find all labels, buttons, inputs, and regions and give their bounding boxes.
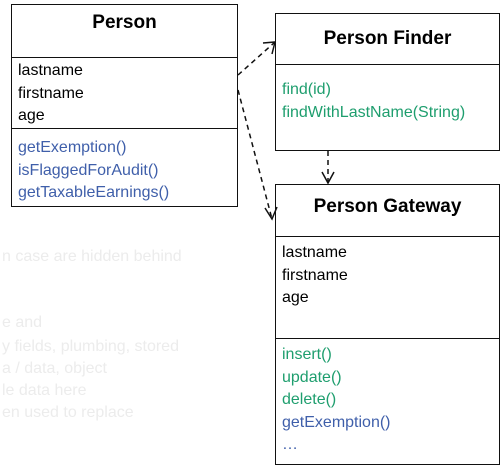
person-finder-operation: findWithLastName(String) (282, 103, 466, 121)
person-gateway-attribute: firstname (282, 266, 348, 284)
person-gateway-title: Person Gateway (276, 185, 499, 237)
person-gateway-class: Person Gateway lastname firstname age in… (275, 184, 500, 465)
person-class: Person lastname firstname age getExempti… (11, 4, 238, 207)
person-gateway-operation: delete() (282, 391, 337, 408)
person-gateway-attribute: age (282, 289, 309, 306)
person-gateway-operation: getExemption() (282, 413, 391, 431)
person-gateway-attributes: lastname firstname age (276, 237, 499, 339)
arrowhead-person-to-finder (262, 41, 276, 55)
person-class-title: Person (12, 5, 237, 58)
person-gateway-operation: insert() (282, 346, 332, 363)
background-text-6: en used to replace (2, 404, 134, 421)
arrow-person-to-gateway (237, 89, 273, 220)
person-operation: getTaxableEarnings() (18, 184, 170, 201)
arrowhead-person-to-gateway (264, 206, 278, 221)
person-finder-operation: find(id) (282, 81, 331, 98)
person-gateway-attribute: lastname (282, 244, 347, 261)
arrowhead-finder-to-gateway (321, 171, 335, 185)
person-operations: getExemption() isFlaggedForAudit() getTa… (12, 129, 237, 209)
person-finder-operations: find(id) findWithLastName(String) (276, 65, 499, 128)
background-text-5: le data here (2, 382, 87, 399)
background-text-4: a / data, object (2, 360, 107, 377)
person-attribute: age (18, 107, 45, 124)
person-operation: getExemption() (18, 139, 127, 156)
person-gateway-operations: insert() update() delete() getExemption(… (276, 339, 499, 461)
background-text-2: e and (2, 314, 43, 331)
person-attribute: lastname (18, 62, 83, 79)
background-text-1: n case are hidden behind (2, 248, 182, 265)
background-text-3: y fields, plumbing, stored (2, 338, 179, 355)
person-finder-title: Person Finder (276, 14, 499, 65)
arrow-person-to-finder (237, 41, 276, 76)
person-attributes: lastname firstname age (12, 58, 237, 129)
person-attribute: firstname (18, 84, 84, 102)
person-finder-class: Person Finder find(id) findWithLastName(… (275, 13, 500, 151)
person-operation: isFlaggedForAudit() (18, 161, 159, 179)
person-gateway-operation: update() (282, 368, 342, 386)
person-gateway-operation: … (282, 436, 298, 453)
